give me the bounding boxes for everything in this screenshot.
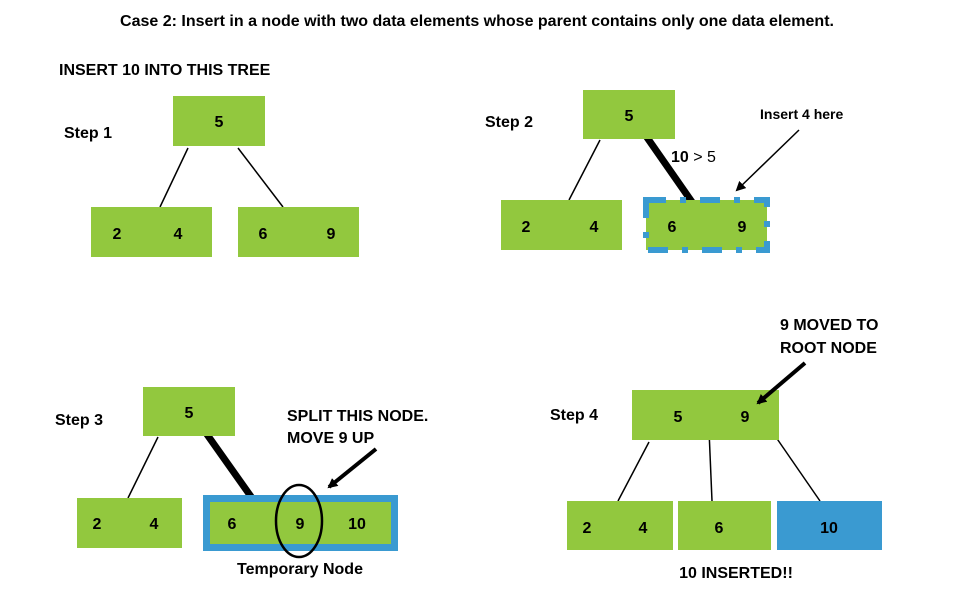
- tree-edge: [770, 429, 821, 502]
- callout-arrow: [327, 447, 378, 489]
- step-1-panel: Step 1 5 2 4 6 9: [64, 96, 359, 257]
- comparison-text: 10 > 5: [671, 149, 716, 166]
- node-key: 6: [259, 226, 268, 243]
- node-key: 4: [150, 516, 159, 533]
- step-2-target-node: [646, 200, 767, 250]
- tree-edge: [127, 436, 159, 499]
- insertion-path-edge: [643, 133, 695, 205]
- step-4-left-node: [567, 501, 673, 550]
- tree-edge: [617, 441, 650, 502]
- step-1-left-node: [91, 207, 212, 257]
- node-key: 5: [674, 409, 683, 426]
- step-4-label: Step 4: [550, 407, 598, 424]
- node-key: 2: [583, 520, 592, 537]
- step-4-callout-line-1: 9 MOVED TO: [780, 317, 878, 334]
- step-2-panel: Step 2 5 2 4 6 9 10 > 5 Insert 4 here: [485, 90, 843, 253]
- step-4-caption: 10 INSERTED!!: [679, 565, 793, 582]
- node-key: 9: [327, 226, 336, 243]
- node-key: 2: [93, 516, 102, 533]
- temporary-node-caption: Temporary Node: [237, 561, 363, 578]
- step-4-middle-node: [678, 501, 771, 550]
- diagram-title: Case 2: Insert in a node with two data e…: [120, 13, 834, 30]
- comparison-value: 10: [671, 149, 689, 166]
- node-key: 10: [820, 520, 838, 537]
- step-3-callout-line-2: MOVE 9 UP: [287, 430, 374, 447]
- node-key: 2: [113, 226, 122, 243]
- node-key: 4: [590, 219, 599, 236]
- node-key: 2: [522, 219, 531, 236]
- tree-edge: [708, 429, 713, 502]
- step-4-root-node: [632, 390, 779, 440]
- step-2-root-node: [583, 90, 675, 139]
- tree-edge: [237, 147, 284, 208]
- step-2-left-node: [501, 200, 622, 250]
- tree-edge: [159, 147, 189, 208]
- callout-arrow: [735, 129, 800, 192]
- node-key: 9: [741, 409, 750, 426]
- insertion-path-edge: [203, 430, 255, 501]
- node-key: 6: [715, 520, 724, 537]
- step-2-label: Step 2: [485, 114, 533, 131]
- step-1-right-node: [238, 207, 359, 257]
- node-key: 9: [738, 219, 747, 236]
- step-4-callout-line-2: ROOT NODE: [780, 340, 877, 357]
- node-key: 5: [215, 114, 224, 131]
- step-3-label: Step 3: [55, 412, 103, 429]
- node-key: 5: [625, 108, 634, 125]
- node-key: 10: [348, 516, 366, 533]
- step-3-panel: Step 3 5 2 4 6 9 10 SPLIT THIS NODE. MOV…: [55, 387, 428, 578]
- temporary-node: [210, 502, 391, 544]
- step-3-callout-line-1: SPLIT THIS NODE.: [287, 408, 428, 425]
- node-key: 5: [185, 405, 194, 422]
- node-key: 9: [296, 516, 305, 533]
- node-key: 6: [228, 516, 237, 533]
- step-4-new-node: [777, 501, 882, 550]
- tree-edge: [568, 139, 601, 201]
- node-key: 4: [639, 520, 648, 537]
- node-key: 4: [174, 226, 183, 243]
- instruction-text: INSERT 10 INTO THIS TREE: [59, 62, 271, 79]
- comparison-rest: > 5: [689, 149, 716, 166]
- step-1-root-node: [173, 96, 265, 146]
- step-1-label: Step 1: [64, 125, 112, 142]
- step-4-panel: Step 4 5 9 2 4 6 10 9 MOVED TO ROOT NODE…: [550, 317, 882, 582]
- step-2-callout: Insert 4 here: [760, 106, 843, 122]
- selection-highlight: [643, 197, 770, 253]
- step-3-root-node: [143, 387, 235, 436]
- node-key: 6: [668, 219, 677, 236]
- middle-key-circle: [274, 483, 324, 559]
- callout-arrow: [756, 361, 807, 405]
- step-3-left-node: [77, 498, 182, 548]
